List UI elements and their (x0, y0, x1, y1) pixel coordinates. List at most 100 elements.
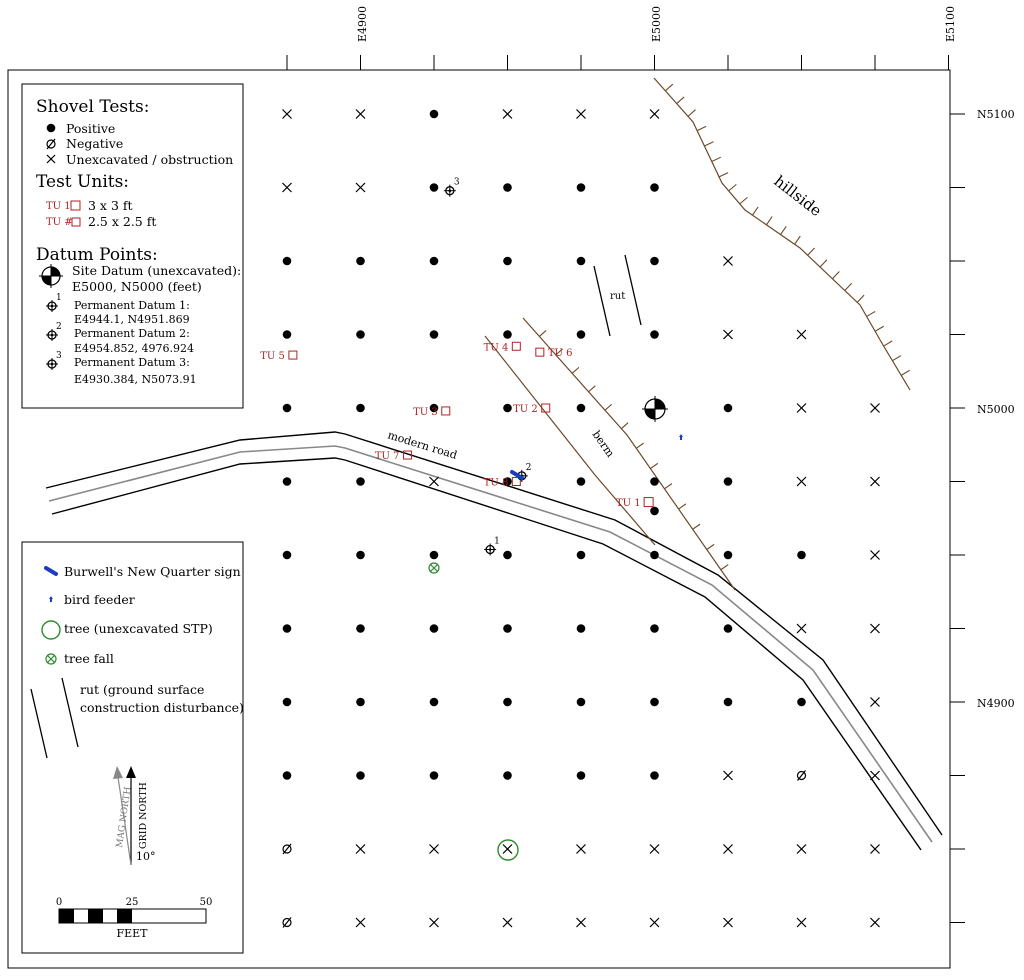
shovel-test-positive (723, 550, 733, 560)
shovel-test-positive (503, 477, 512, 486)
shovel-test-unexcavated (576, 109, 586, 119)
tree-fall-icon (428, 562, 440, 574)
shovel-test-positive (429, 624, 439, 633)
shovel-test-unexcavated (355, 182, 366, 193)
legend-pd2-a: Permanent Datum 2: (74, 327, 190, 340)
shovel-test-unexcavated (796, 917, 807, 928)
legend-tu-title: Test Units: (36, 172, 129, 192)
shovel-test-positive (650, 550, 659, 560)
test-unit-label: TU 4 (484, 342, 509, 353)
shovel-test-unexcavated (355, 109, 366, 119)
legend-positive: Positive (66, 121, 115, 136)
shovel-test-positive (576, 624, 586, 633)
scale-tick-0: 0 (56, 897, 62, 908)
test-unit-square (541, 403, 551, 413)
legend-rut-icon (30, 677, 79, 759)
burwell-sign-icon (510, 470, 524, 480)
shovel-test-positive (576, 477, 586, 486)
test-unit-square (511, 477, 521, 486)
shovel-test-positive (503, 550, 512, 560)
shovel-test-unexcavated (870, 697, 880, 707)
shovel-test-unexcavated (870, 403, 880, 413)
northing-label-n5000: N5000 (977, 403, 1015, 416)
test-unit-label: TU 7 (375, 451, 400, 462)
tu-small-symbol-icon (71, 217, 81, 227)
shovel-test-positive (356, 330, 365, 339)
shovel-test-unexcavated (796, 623, 807, 634)
shovel-test-unexcavated (429, 844, 439, 854)
legend-datum-title: Datum Points: (36, 245, 158, 265)
easting-label-e5100: E5100 (944, 6, 957, 42)
shovel-test-positive (576, 550, 586, 560)
legend-tree-icon (41, 620, 61, 640)
unexcavated-symbol-icon (46, 154, 56, 164)
shovel-test-positive (503, 697, 512, 707)
legend-pd1-a: Permanent Datum 1: (74, 299, 190, 312)
site-datum-legend-icon (39, 264, 63, 288)
shovel-test-positive (503, 256, 512, 266)
scale-tick-25: 25 (126, 897, 139, 908)
permanent-datum-icon: 2 (46, 322, 62, 341)
test-unit-square (643, 497, 654, 508)
legend-tu-small-tag: TU # (46, 217, 73, 228)
shovel-test-positive (650, 256, 659, 266)
tu-large-symbol-icon (70, 200, 81, 211)
shovel-test-unexcavated (796, 403, 807, 413)
legend-feeder-icon (49, 596, 53, 602)
legend-negative: Negative (66, 136, 123, 151)
shovel-test-unexcavated (282, 109, 292, 119)
shovel-test-positive (429, 403, 439, 413)
scale-tick-50: 50 (200, 897, 213, 908)
shovel-test-unexcavated (502, 844, 513, 854)
shovel-test-negative (282, 843, 292, 855)
shovel-test-positive (650, 506, 659, 516)
shovel-test-positive (650, 330, 659, 339)
shovel-test-positive (797, 697, 806, 707)
legend-datum-icons: 123 (46, 293, 62, 370)
test-unit-square (511, 341, 521, 351)
shovel-test-positive (650, 183, 659, 192)
berm (484, 317, 736, 591)
legend-tree: tree (unexcavated STP) (64, 621, 213, 636)
shovel-test-unexcavated (870, 550, 880, 560)
declination-label: 10° (136, 850, 156, 863)
shovel-test-positive (429, 550, 439, 560)
shovel-test-positive (503, 330, 512, 339)
test-unit-label: TU 3 (413, 407, 438, 418)
datum-number: 3 (454, 178, 460, 188)
legend-shovel-title: Shovel Tests: (36, 97, 149, 117)
shovel-test-positive (356, 550, 365, 560)
shovel-test-unexcavated (282, 182, 292, 193)
legend-site-datum-2: E5000, N5000 (feet) (72, 279, 202, 294)
shovel-test-unexcavated (502, 109, 513, 119)
shovel-test-positive (356, 403, 365, 413)
test-unit-label: TU 5 (260, 351, 285, 362)
shovel-test-positive (282, 330, 292, 339)
legend-treefall-icon (45, 653, 57, 665)
shovel-test-negative (282, 917, 292, 928)
shovel-test-positive (503, 403, 512, 413)
easting-label-e5000: E5000 (650, 6, 663, 42)
legend-feeder: bird feeder (64, 592, 135, 607)
grid-north-label: GRID NORTH (138, 782, 149, 849)
datum-number: 1 (494, 537, 500, 547)
shovel-test-unexcavated (870, 623, 880, 634)
grid-ticks-top (286, 55, 949, 70)
shovel-test-positive (429, 183, 439, 192)
permanent-datum-icon: 1 (46, 293, 62, 312)
legend-bottom: Burwell's New Quarter sign bird feeder t… (21, 541, 244, 954)
permanent-datum-icon: 3 (443, 178, 460, 197)
legend-rut-2: construction disturbance) (80, 700, 244, 715)
shovel-test-unexcavated (649, 844, 660, 854)
shovel-test-negative (796, 770, 807, 781)
modern-road (45, 431, 943, 851)
negative-symbol-icon (46, 138, 56, 150)
shovel-test-positive (576, 697, 586, 707)
shovel-test-positive (356, 624, 365, 633)
legend-tu-large-tag: TU 1 (46, 201, 71, 212)
shovel-test-positive (576, 330, 586, 339)
shovel-test-unexcavated (723, 770, 733, 781)
test-unit-square (288, 350, 298, 360)
shovel-test-unexcavated (649, 917, 660, 928)
